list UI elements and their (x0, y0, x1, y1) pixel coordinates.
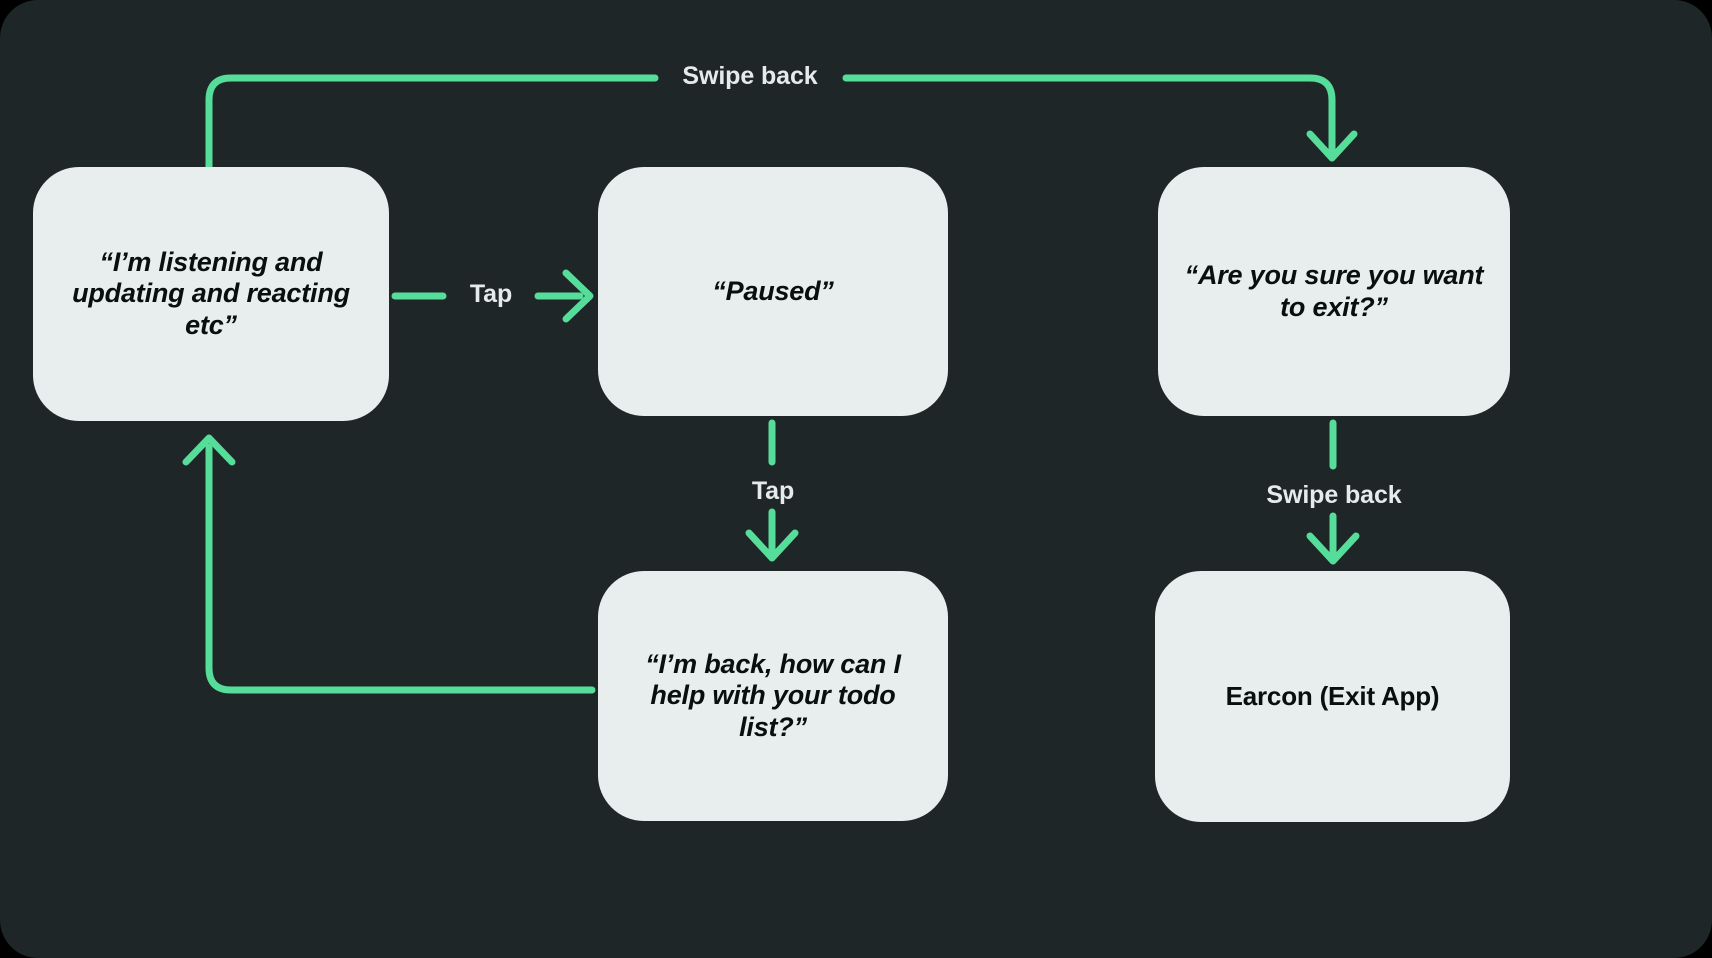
node-listening-label: “I’m listening and updating and reacting… (72, 247, 350, 340)
edge-label-tap-vertical: Tap (751, 477, 795, 505)
arrowhead-up-listening (182, 434, 236, 466)
node-confirm-label: “Are you sure you want to exit?” (1184, 260, 1484, 322)
node-back[interactable]: “I’m back, how can I help with your todo… (598, 571, 948, 821)
node-listening[interactable]: “I’m listening and updating and reacting… (33, 167, 389, 421)
edge-label-swipe-back-top: Swipe back (682, 62, 818, 90)
node-earcon[interactable]: Earcon (Exit App) (1155, 571, 1510, 822)
arrowhead-right-paused (562, 269, 594, 323)
arrowhead-down-earcon (1306, 532, 1360, 565)
edge-label-tap-horizontal: Tap (469, 280, 513, 308)
node-paused[interactable]: “Paused” (598, 167, 948, 416)
node-paused-label: “Paused” (712, 275, 834, 306)
arrowhead-down-confirm (1306, 130, 1358, 162)
edge-swipe-back-top-right (842, 74, 1336, 156)
node-confirm[interactable]: “Are you sure you want to exit?” (1158, 167, 1510, 416)
arrowhead-down-back (745, 529, 799, 562)
edge-swipe-back-top-left (205, 74, 659, 174)
node-earcon-label: Earcon (Exit App) (1225, 681, 1440, 712)
edge-loop-back-to-listening (205, 443, 596, 694)
edge-label-swipe-back-right: Swipe back (1266, 481, 1402, 509)
node-back-label: “I’m back, how can I help with your todo… (645, 649, 901, 742)
